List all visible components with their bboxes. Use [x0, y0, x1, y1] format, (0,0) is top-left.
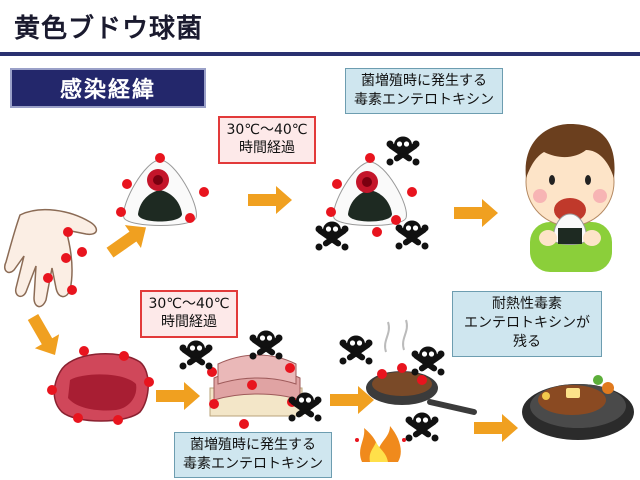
note-line: エンテロトキシンが	[464, 315, 590, 331]
onigiri-icon	[326, 153, 417, 237]
section-label: 感染経緯	[10, 68, 206, 108]
arrow-icon	[454, 199, 498, 227]
arrow-icon	[474, 414, 518, 442]
note-line: 耐熱性毒素	[492, 296, 562, 312]
note-line: 時間経過	[161, 314, 217, 330]
note-line: 菌増殖時に発生する	[190, 437, 316, 453]
arrow-icon	[20, 309, 68, 363]
skull-crossbones-icon	[411, 346, 445, 376]
note-line: 30℃～40℃	[148, 296, 230, 312]
skull-crossbones-icon	[395, 220, 429, 250]
note-line: 30℃～40℃	[226, 122, 308, 138]
note-line: 残る	[513, 334, 541, 350]
note-line: 時間経過	[239, 140, 295, 156]
title-divider	[0, 52, 640, 56]
arrow-icon	[248, 186, 292, 214]
skull-crossbones-icon	[339, 335, 373, 365]
fire-icon	[355, 426, 406, 462]
sliced-meat-icon	[207, 354, 303, 429]
note-line: 毒素エンテロトキシン	[354, 92, 494, 108]
skull-crossbones-icon	[405, 412, 439, 442]
onigiri-icon	[116, 153, 209, 226]
hand-icon	[3, 208, 98, 308]
toxin-note-top: 菌増殖時に発生する 毒素エンテロトキシン	[345, 68, 503, 114]
note-line: 毒素エンテロトキシン	[183, 456, 323, 472]
boy-eating-icon	[525, 124, 615, 272]
skull-crossbones-icon	[179, 340, 213, 370]
skull-crossbones-icon	[315, 221, 349, 251]
frying-pan-icon	[366, 319, 477, 415]
meat-icon	[47, 346, 154, 425]
arrow-icon	[156, 382, 200, 410]
page-title: 黄色ブドウ球菌	[14, 14, 204, 44]
toxin-note-bottom: 菌増殖時に発生する 毒素エンテロトキシン	[174, 432, 332, 478]
skull-crossbones-icon	[386, 136, 420, 166]
temp-time-note-bottom: 30℃～40℃ 時間経過	[140, 290, 238, 338]
temp-time-note-top: 30℃～40℃ 時間経過	[218, 116, 316, 164]
note-line: 菌増殖時に発生する	[361, 73, 487, 89]
heat-resistant-note: 耐熱性毒素 エンテロトキシンが 残る	[452, 291, 602, 357]
steak-plate-icon	[522, 375, 634, 440]
